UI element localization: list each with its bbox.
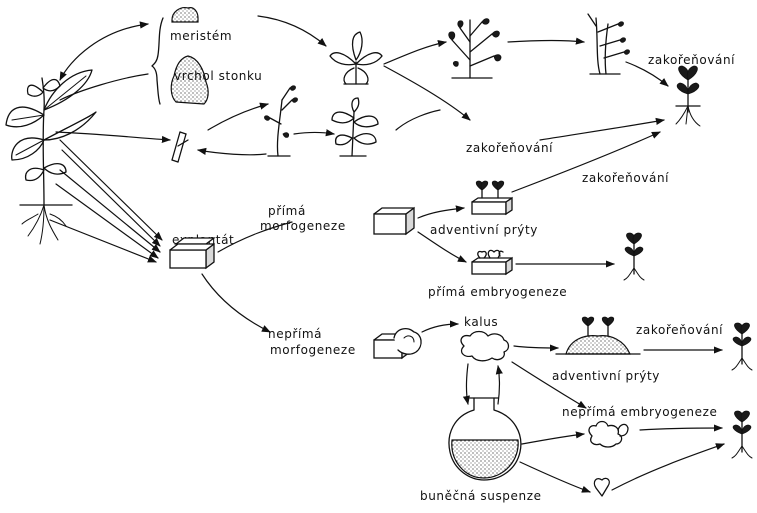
rooting-label-middle: zakořeňování [466, 141, 553, 155]
indirect-morphogenesis-label-2: morfogeneze [270, 343, 356, 357]
meristem-icon [171, 7, 199, 23]
direct-embryogenesis-label: přímá embryogeneze [428, 285, 567, 299]
stem-tip-icon [170, 55, 209, 105]
shoot-cluster-icon [329, 31, 383, 85]
rooting-label-lower-right: zakořeňování [636, 323, 723, 337]
culture-block-icon [373, 206, 415, 236]
callus-label: kalus [464, 315, 498, 329]
embryo-cluster-icon [588, 420, 629, 448]
nodal-culture-icon [264, 85, 298, 157]
embryos-on-block-icon [471, 249, 513, 276]
plantlet-icon [731, 410, 753, 459]
direct-morphogenesis-label-2: morfogeneze [260, 219, 346, 233]
rooting-label-top: zakořeňování [648, 53, 735, 67]
callus-icon [460, 330, 510, 362]
indirect-morphogenesis-label-1: nepřímá [268, 327, 322, 341]
rooted-plantlet-icon [675, 65, 701, 127]
elongated-shoots-icon [587, 13, 630, 75]
source-bracket [151, 17, 164, 105]
stem-segment-icon [171, 131, 189, 163]
adventitious-shoots-label-upper: adventivní prýty [430, 223, 538, 237]
stem-tip-label: vrchol stonku [174, 69, 262, 83]
flask-icon [448, 397, 522, 481]
shoots-on-block-icon [471, 180, 513, 216]
leafy-shoot-icon [331, 97, 379, 157]
cut-block-icon [373, 327, 422, 360]
plantlet-icon [731, 322, 753, 371]
direct-morphogenesis-label-1: přímá [268, 204, 306, 218]
adventitious-shoots-label-lower: adventivní prýty [552, 369, 660, 383]
cell-suspension-label: buněčná suspenze [420, 489, 542, 503]
rooting-label-upper-right: zakořeňování [582, 171, 669, 185]
branching-culture-icon [448, 18, 502, 79]
indirect-embryogenesis-label: nepřímá embryogeneze [562, 405, 717, 419]
meristem-label: meristém [170, 29, 232, 43]
explant-block-icon [169, 237, 216, 270]
plantlet-icon [623, 232, 645, 281]
callus-mound-icon [555, 316, 641, 355]
mother-plant-icon [5, 69, 97, 245]
heart-embryo-icon [593, 477, 610, 497]
